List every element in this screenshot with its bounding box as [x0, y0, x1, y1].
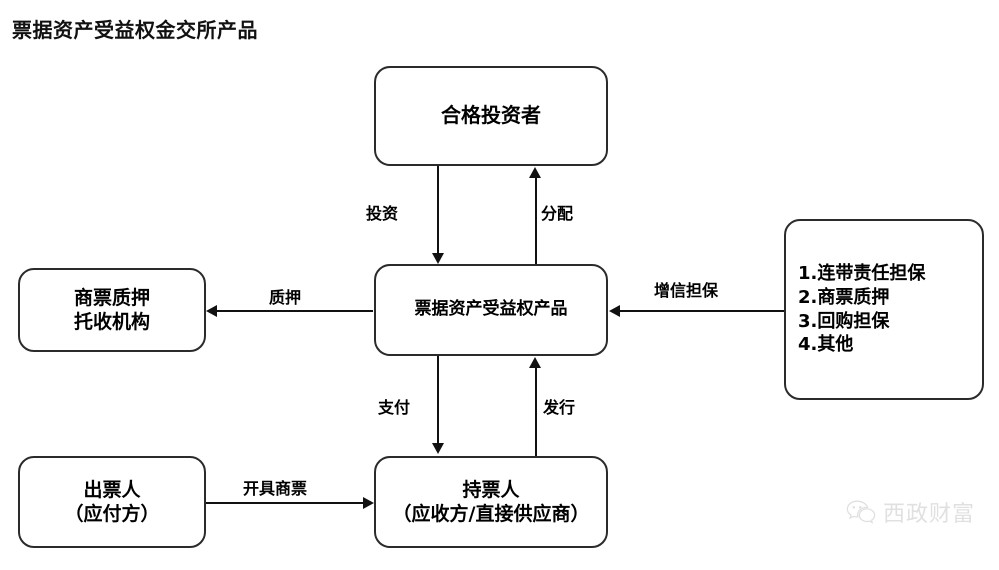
node-pledge-collection-agency[interactable]: 商票质押 托收机构: [18, 268, 206, 352]
node-product-label: 票据资产受益权产品: [414, 299, 568, 320]
arrowhead-credit-guarantee: [609, 305, 620, 317]
credit-item-1: 1.连带责任担保: [798, 262, 926, 284]
credit-item-3: 3.回购担保: [798, 310, 890, 332]
arrowhead-draw-bill: [363, 497, 374, 509]
node-drawer-label-line2: （应付方）: [64, 503, 160, 525]
page-title: 票据资产受益权金交所产品: [12, 18, 258, 42]
edge-label-payment: 支付: [378, 398, 411, 417]
edge-line-issue: [535, 367, 537, 456]
edge-line-pledge: [216, 310, 373, 312]
arrowhead-issue: [529, 357, 541, 368]
edge-line-invest: [437, 166, 439, 254]
node-bill-drawer[interactable]: 出票人 （应付方）: [18, 456, 206, 548]
edge-label-distribute: 分配: [541, 204, 574, 223]
node-holder-label-line1: 持票人: [462, 478, 520, 501]
credit-item-2: 2.商票质押: [798, 286, 890, 308]
node-holder-label-line2: （应收方/直接供应商）: [392, 503, 590, 525]
edge-line-distribute: [535, 177, 537, 264]
node-drawer-label-line1: 出票人: [83, 478, 141, 501]
watermark-text: 西政财富: [883, 502, 976, 527]
edge-line-draw-bill: [206, 502, 364, 504]
edge-label-credit-guarantee: 增信担保: [654, 281, 719, 300]
edge-line-credit-guarantee: [619, 310, 784, 312]
node-pledge-label-line2: 托收机构: [73, 311, 150, 333]
watermark: 西政财富: [846, 496, 975, 528]
edge-label-draw-bill: 开具商票: [243, 479, 308, 498]
node-investor-label: 合格投资者: [441, 103, 541, 128]
wechat-icon: [846, 499, 876, 525]
credit-item-4: 4.其他: [798, 334, 854, 356]
node-bill-asset-beneficial-right-product[interactable]: 票据资产受益权产品: [374, 264, 608, 356]
node-pledge-label-line1: 商票质押: [73, 286, 150, 309]
node-credit-enhancement-measures[interactable]: 1.连带责任担保 2.商票质押 3.回购担保 4.其他: [784, 219, 984, 400]
arrowhead-invest: [432, 253, 444, 264]
edge-line-payment: [437, 356, 439, 444]
arrowhead-pledge: [206, 305, 217, 317]
credit-enhancement-list: 1.连带责任担保 2.商票质押 3.回购担保 4.其他: [798, 262, 925, 358]
arrowhead-distribute: [529, 167, 541, 178]
arrowhead-payment: [432, 443, 444, 454]
node-bill-holder[interactable]: 持票人 （应收方/直接供应商）: [374, 456, 608, 548]
edge-label-invest: 投资: [366, 204, 399, 223]
edge-label-issue: 发行: [543, 398, 576, 417]
node-qualified-investor[interactable]: 合格投资者: [374, 66, 608, 166]
edge-label-pledge: 质押: [269, 288, 302, 307]
